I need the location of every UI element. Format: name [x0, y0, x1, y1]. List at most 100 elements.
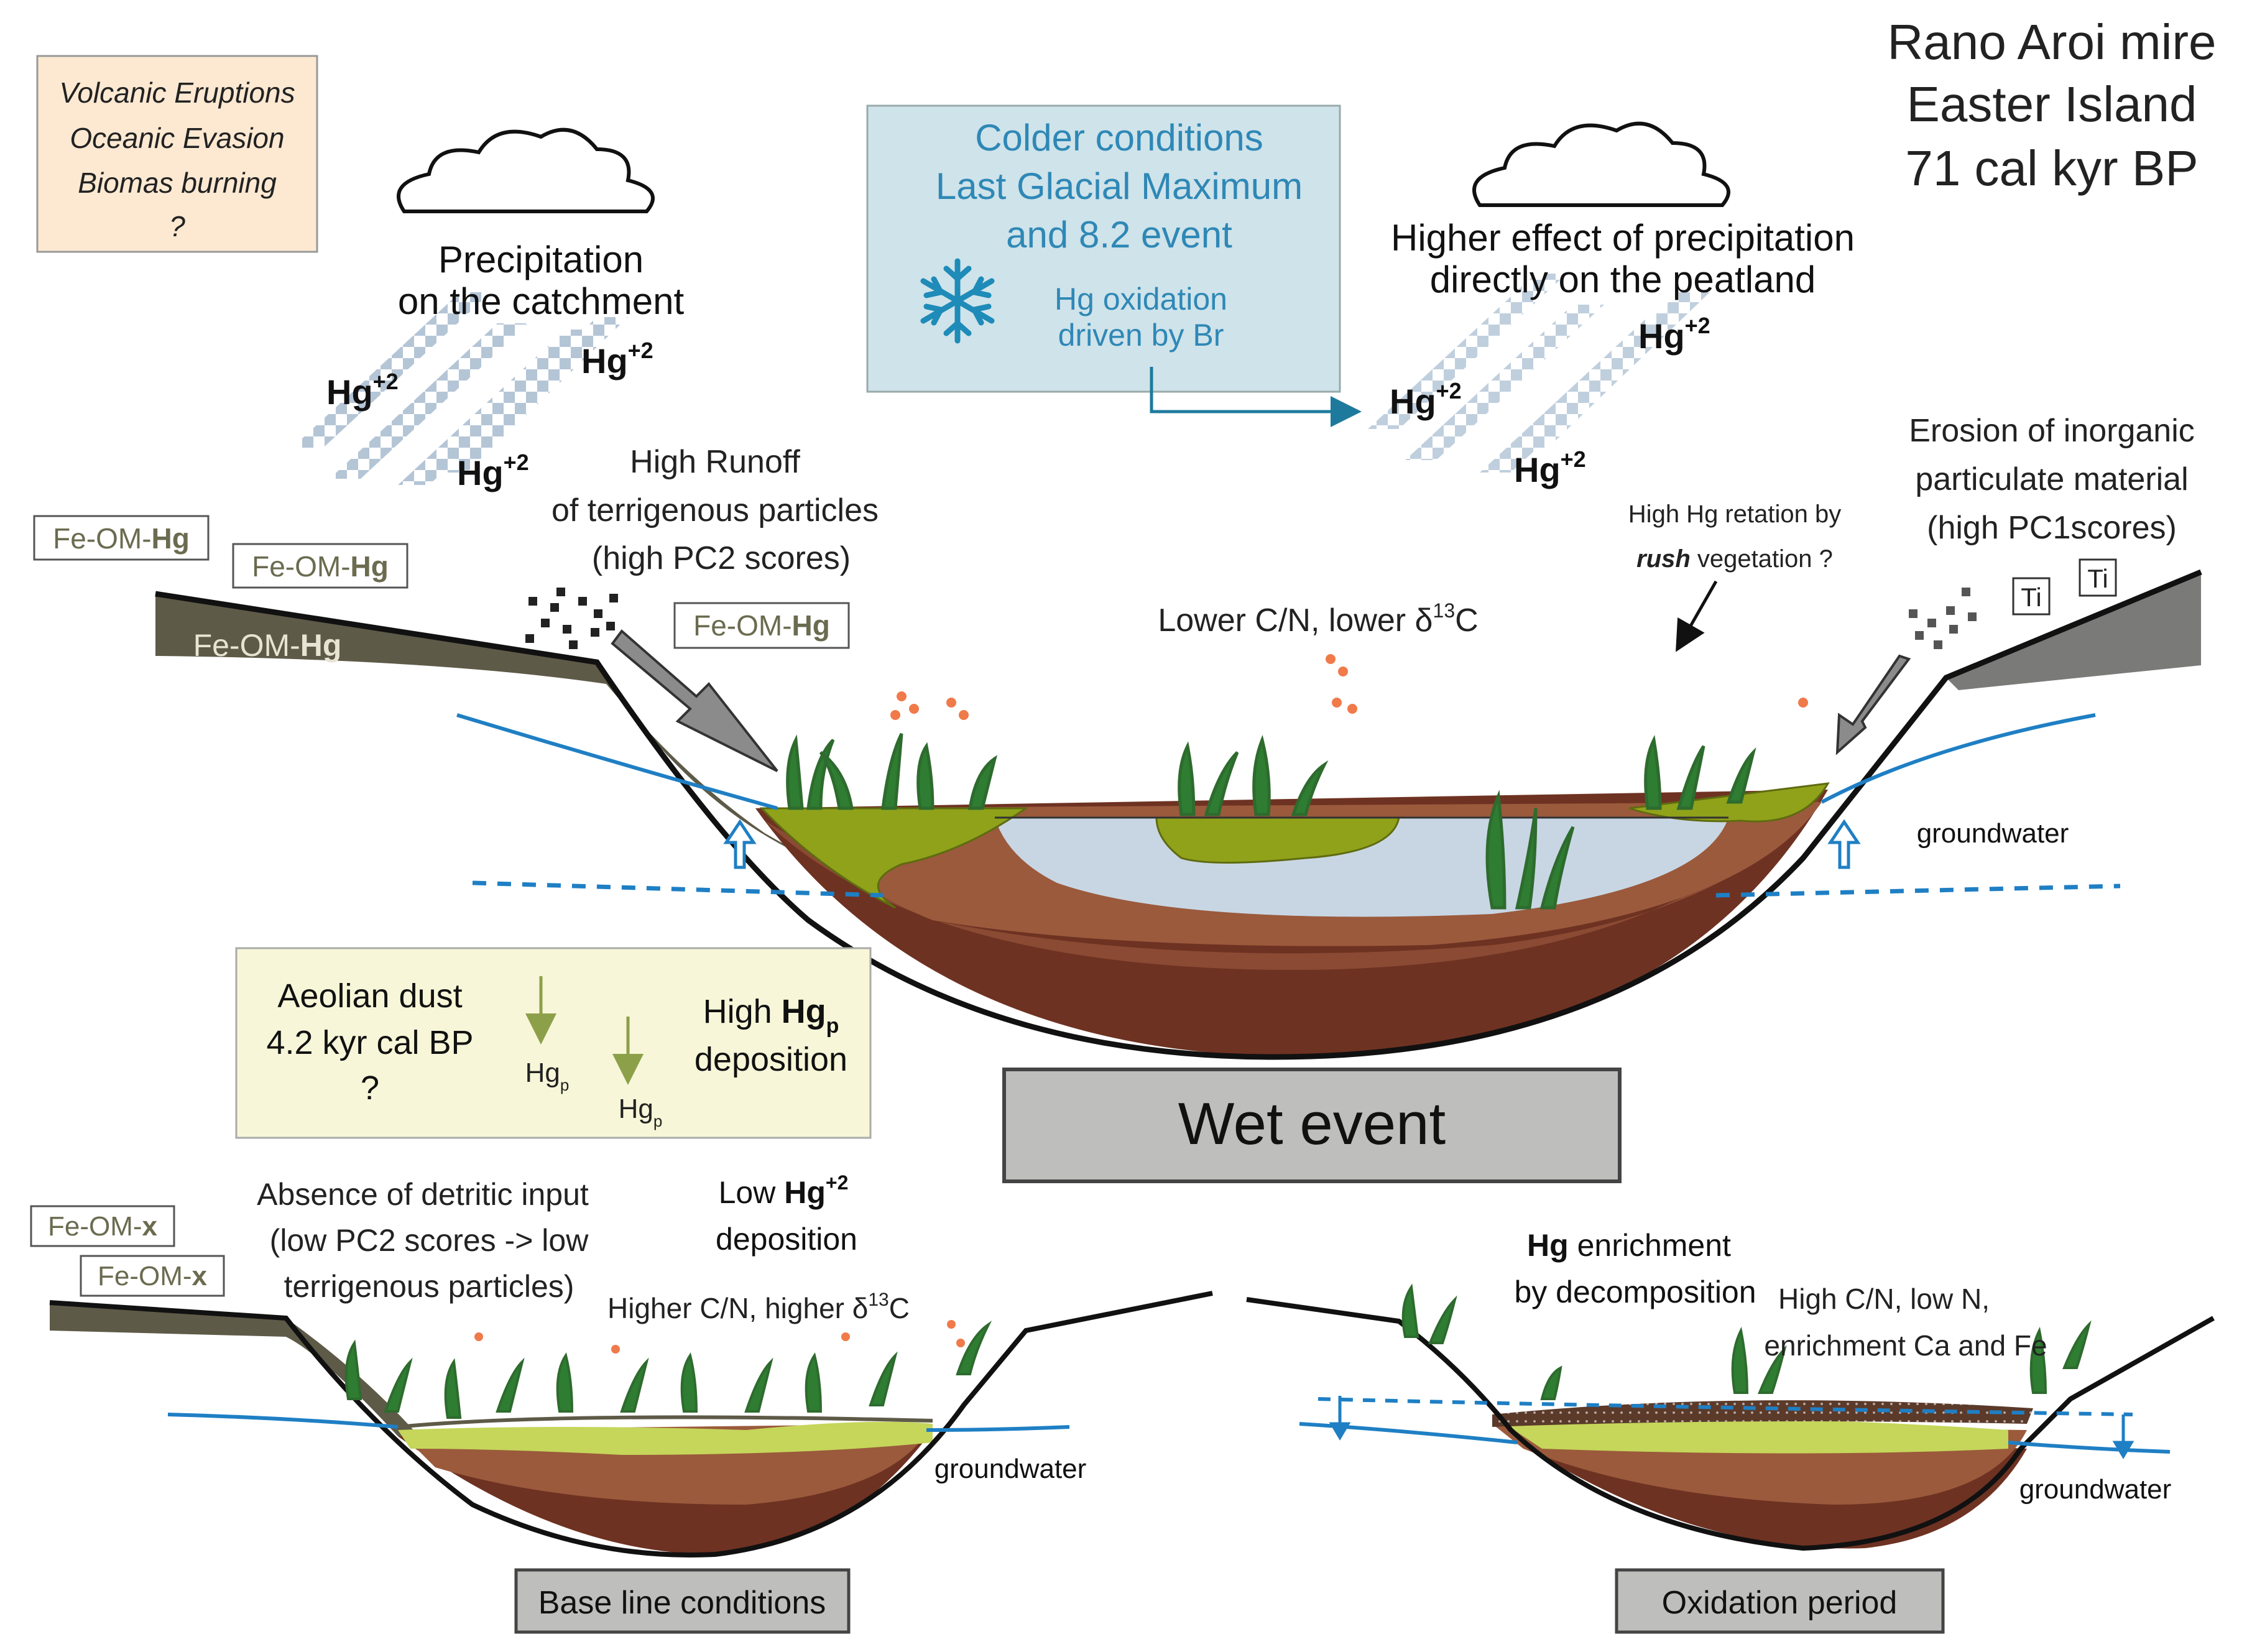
- fe-om-hg-label: Fe-OM-Hg: [33, 515, 210, 561]
- ti-label: Ti: [2079, 558, 2117, 597]
- high-hgp-line2: deposition: [695, 1041, 847, 1078]
- fe-om-x-label: Fe-OM-x: [30, 1205, 175, 1247]
- hg-sources-box: Volcanic Eruptions Oceanic Evasion Bioma…: [36, 55, 318, 253]
- runoff-line3: (high PC2 scores): [592, 540, 851, 576]
- oxidation-basin: [1246, 1283, 2215, 1551]
- precip-left-line1: Precipitation: [438, 239, 644, 280]
- site-title: Rano Aroi mire Easter Island 71 cal kyr …: [1887, 14, 2216, 196]
- svg-text:Base line conditions: Base line conditions: [538, 1585, 826, 1621]
- rush-line1: High Hg retation by: [1628, 501, 1841, 528]
- runoff-line2: of terrigenous particles: [551, 492, 879, 528]
- title-line1: Rano Aroi mire: [1887, 14, 2216, 70]
- fe-om-x-label: Fe-OM-x: [80, 1255, 225, 1297]
- source-unknown: ?: [169, 210, 185, 242]
- erosion-line3: (high PC1scores): [1927, 510, 2177, 546]
- cold-line1: Colder conditions: [975, 117, 1263, 159]
- precip-left-line2: on the catchment: [398, 280, 685, 322]
- svg-text:Fe-OM-Hg: Fe-OM-Hg: [252, 550, 389, 583]
- rush-arrow: [1676, 580, 1718, 652]
- rush-line2: rush vegetation ?: [1636, 545, 1833, 573]
- hg-p-label: Hgp: [525, 1058, 570, 1094]
- aeolian-line3: ?: [361, 1069, 379, 1107]
- fe-om-hg-label: Fe-OM-Hg: [673, 602, 850, 649]
- wet-event-label: Wet event: [1002, 1068, 1622, 1183]
- cloud-left-icon: [397, 127, 655, 213]
- erosion-line1: Erosion of inorganic: [1909, 413, 2195, 449]
- aeolian-line1: Aeolian dust: [277, 977, 462, 1015]
- absence-line1: Absence of detritic input: [257, 1177, 589, 1212]
- oxidation-label: Oxidation period: [1615, 1568, 1945, 1634]
- high-cn-line2: enrichment Ca and Fe: [1764, 1329, 2047, 1362]
- lower-cn-label: Lower C/N, lower δ13C: [1158, 599, 1478, 639]
- svg-text:Wet event: Wet event: [1178, 1091, 1446, 1157]
- wet-event-basin: [155, 569, 2202, 1060]
- hg-labels-right: Hg+2 Hg+2 Hg+2: [1390, 313, 1710, 489]
- cold-line2: Last Glacial Maximum: [936, 165, 1303, 207]
- baseline-label: Base line conditions: [514, 1568, 851, 1634]
- hg-p-label: Hgp: [619, 1094, 663, 1130]
- svg-text:Fe-OM-Hg: Fe-OM-Hg: [53, 522, 190, 555]
- runoff-arrow-icon: [611, 629, 778, 772]
- title-line3: 71 cal kyr BP: [1905, 141, 2198, 196]
- high-hgp-line1: High Hgp: [703, 993, 839, 1038]
- ti-label: Ti: [2012, 577, 2051, 616]
- groundwater-label: groundwater: [1917, 818, 2069, 849]
- vegetation-icon: [786, 732, 1756, 910]
- title-line2: Easter Island: [1907, 76, 2197, 132]
- erosion-line2: particulate material: [1915, 461, 2188, 497]
- groundwater-label: groundwater: [2019, 1474, 2172, 1505]
- hg-enrich-line2: by decomposition: [1514, 1275, 1756, 1309]
- vegetation-icon: [344, 1321, 992, 1419]
- low-hg-line2: deposition: [716, 1222, 857, 1257]
- cold-line3: and 8.2 event: [1006, 214, 1232, 256]
- hg-labels-left: Hg+2 Hg+2 Hg+2: [326, 338, 653, 492]
- svg-text:Oxidation period: Oxidation period: [1662, 1585, 1898, 1621]
- fe-om-hg-soil-label: Fe-OM-Hg: [193, 628, 342, 663]
- svg-text:Fe-OM-x: Fe-OM-x: [48, 1211, 158, 1242]
- high-cn-line1: High C/N, low N,: [1778, 1283, 1990, 1315]
- flowers-icon: [890, 654, 1808, 720]
- particles-right-icon: [1909, 588, 1977, 649]
- hg2-label: Hg+2: [1514, 446, 1586, 489]
- hg2-label: Hg+2: [326, 369, 399, 412]
- hg2-label: Hg+2: [1638, 313, 1710, 356]
- higher-cn-label: Higher C/N, higher δ13C: [607, 1290, 910, 1324]
- absence-line2: (low PC2 scores -> low: [270, 1223, 589, 1258]
- upward-arrow-icon: [723, 819, 1861, 869]
- particles-left-icon: [525, 588, 618, 649]
- low-hg-line1: Low Hg+2: [719, 1171, 849, 1210]
- source-biomass: Biomas burning: [78, 167, 277, 199]
- svg-text:Fe-OM-x: Fe-OM-x: [98, 1261, 208, 1291]
- snowflake-icon: [920, 258, 995, 344]
- runoff-line1: High Runoff: [630, 444, 800, 480]
- hg2-label: Hg+2: [581, 338, 653, 381]
- oxidation-arrow: [1150, 367, 1362, 427]
- flowers-icon: [474, 1320, 965, 1354]
- absence-line3: terrigenous particles): [284, 1269, 575, 1304]
- cold-conditions-box: Colder conditions Last Glacial Maximum a…: [866, 104, 1341, 393]
- svg-text:Ti: Ti: [2021, 583, 2041, 612]
- cold-line4: Hg oxidation: [1054, 282, 1227, 316]
- precip-right-line2: directly on the peatland: [1430, 259, 1816, 300]
- groundwater-label: groundwater: [934, 1454, 1087, 1484]
- source-volcanic: Volcanic Eruptions: [59, 76, 295, 109]
- aeolian-line2: 4.2 kyr cal BP: [266, 1024, 473, 1061]
- cloud-right-icon: [1472, 121, 1730, 207]
- hg2-label: Hg+2: [457, 450, 529, 492]
- downward-arrow-icon: [1329, 1396, 2134, 1459]
- hg-enrich-line1: Hg enrichment: [1527, 1228, 1731, 1263]
- baseline-basin: [49, 1291, 1213, 1557]
- cold-line5: driven by Br: [1058, 318, 1224, 353]
- rain-right: [1368, 274, 1710, 473]
- rain-left: [292, 292, 628, 485]
- source-oceanic: Oceanic Evasion: [70, 122, 284, 154]
- vegetation-icon: [1401, 1283, 2092, 1400]
- hg2-label: Hg+2: [1390, 378, 1462, 421]
- svg-text:Fe-OM-Hg: Fe-OM-Hg: [693, 609, 830, 642]
- precip-right-line1: Higher effect of precipitation: [1391, 217, 1855, 259]
- aeolian-dust-box: Aeolian dust 4.2 kyr cal BP ? Hgp Hgp Hi…: [235, 947, 872, 1139]
- svg-text:Ti: Ti: [2087, 564, 2108, 593]
- fe-om-hg-label: Fe-OM-Hg: [232, 543, 408, 589]
- erosion-arrow-icon: [1835, 654, 1911, 755]
